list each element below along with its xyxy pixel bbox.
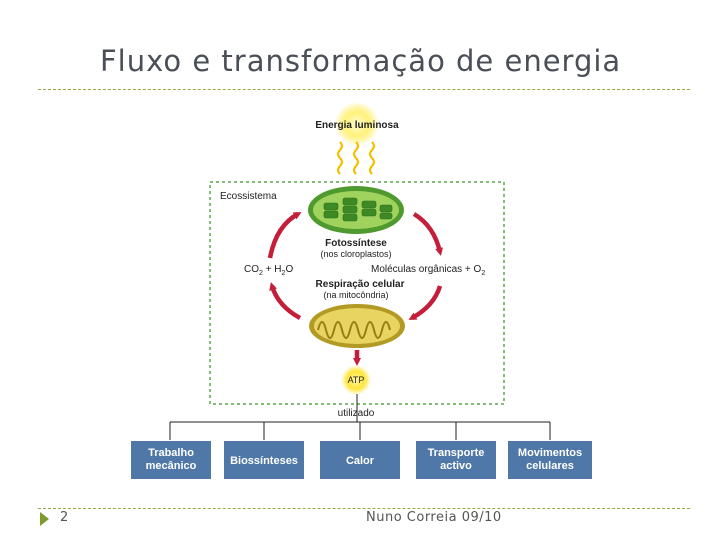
usage-box-movimentos: Movimentos celulares [508,441,592,479]
arrow-to-mitochondria [408,285,443,320]
usage-box-transporte-line2: activo [440,460,472,472]
sun-icon [335,102,379,146]
atp-label: ATP [348,375,365,385]
respiration-title: Respiração celular [316,279,405,290]
arrow-from-chloroplast [412,212,443,256]
atp-burst-icon [341,365,371,395]
usage-box-trabalho-line1: Trabalho [148,447,194,459]
arrow-from-mitochondria [269,282,302,320]
usage-box-biossinteses-label: Biossínteses [230,455,298,467]
usage-box-biossinteses: Biossínteses [224,441,304,479]
cycle-arrows [267,212,443,320]
usage-box-movimentos-line1: Movimentos [518,447,582,459]
chloroplast-icon [308,186,404,234]
usage-box-calor-label: Calor [346,455,375,467]
usage-tree-lines [169,421,551,440]
light-energy-label: Energia luminosa [315,120,399,131]
arrow-to-chloroplast [267,212,302,259]
right-compounds-label: Moléculas orgânicas + O2 [371,264,485,277]
utilizado-label: utilizado [338,408,375,419]
photosynthesis-title: Fotossíntese [325,238,387,249]
footer-divider [38,508,690,509]
usage-box-trabalho: Trabalho mecânico [131,441,211,479]
usage-box-movimentos-line2: celulares [526,460,574,472]
respiration-subtitle: (na mitocôndria) [323,290,388,300]
usage-box-calor: Calor [320,441,400,479]
ecosystem-label: Ecossistema [220,191,277,202]
slide-title: Fluxo e transformação de energia [100,44,622,78]
usage-box-transporte: Transporte activo [416,441,496,479]
photosynthesis-subtitle: (nos cloroplastos) [320,249,391,259]
title-divider [38,89,690,90]
slide-number: 2 [60,510,69,525]
left-compounds-label: CO2 + H2O [244,264,293,277]
footer-arrow-icon [40,512,49,526]
mitochondria-icon [309,304,405,348]
usage-box-transporte-line1: Transporte [428,447,485,459]
footer-author: Nuno Correia 09/10 [366,510,502,525]
usage-box-trabalho-line2: mecânico [146,460,197,472]
light-waves-icon [336,141,376,175]
